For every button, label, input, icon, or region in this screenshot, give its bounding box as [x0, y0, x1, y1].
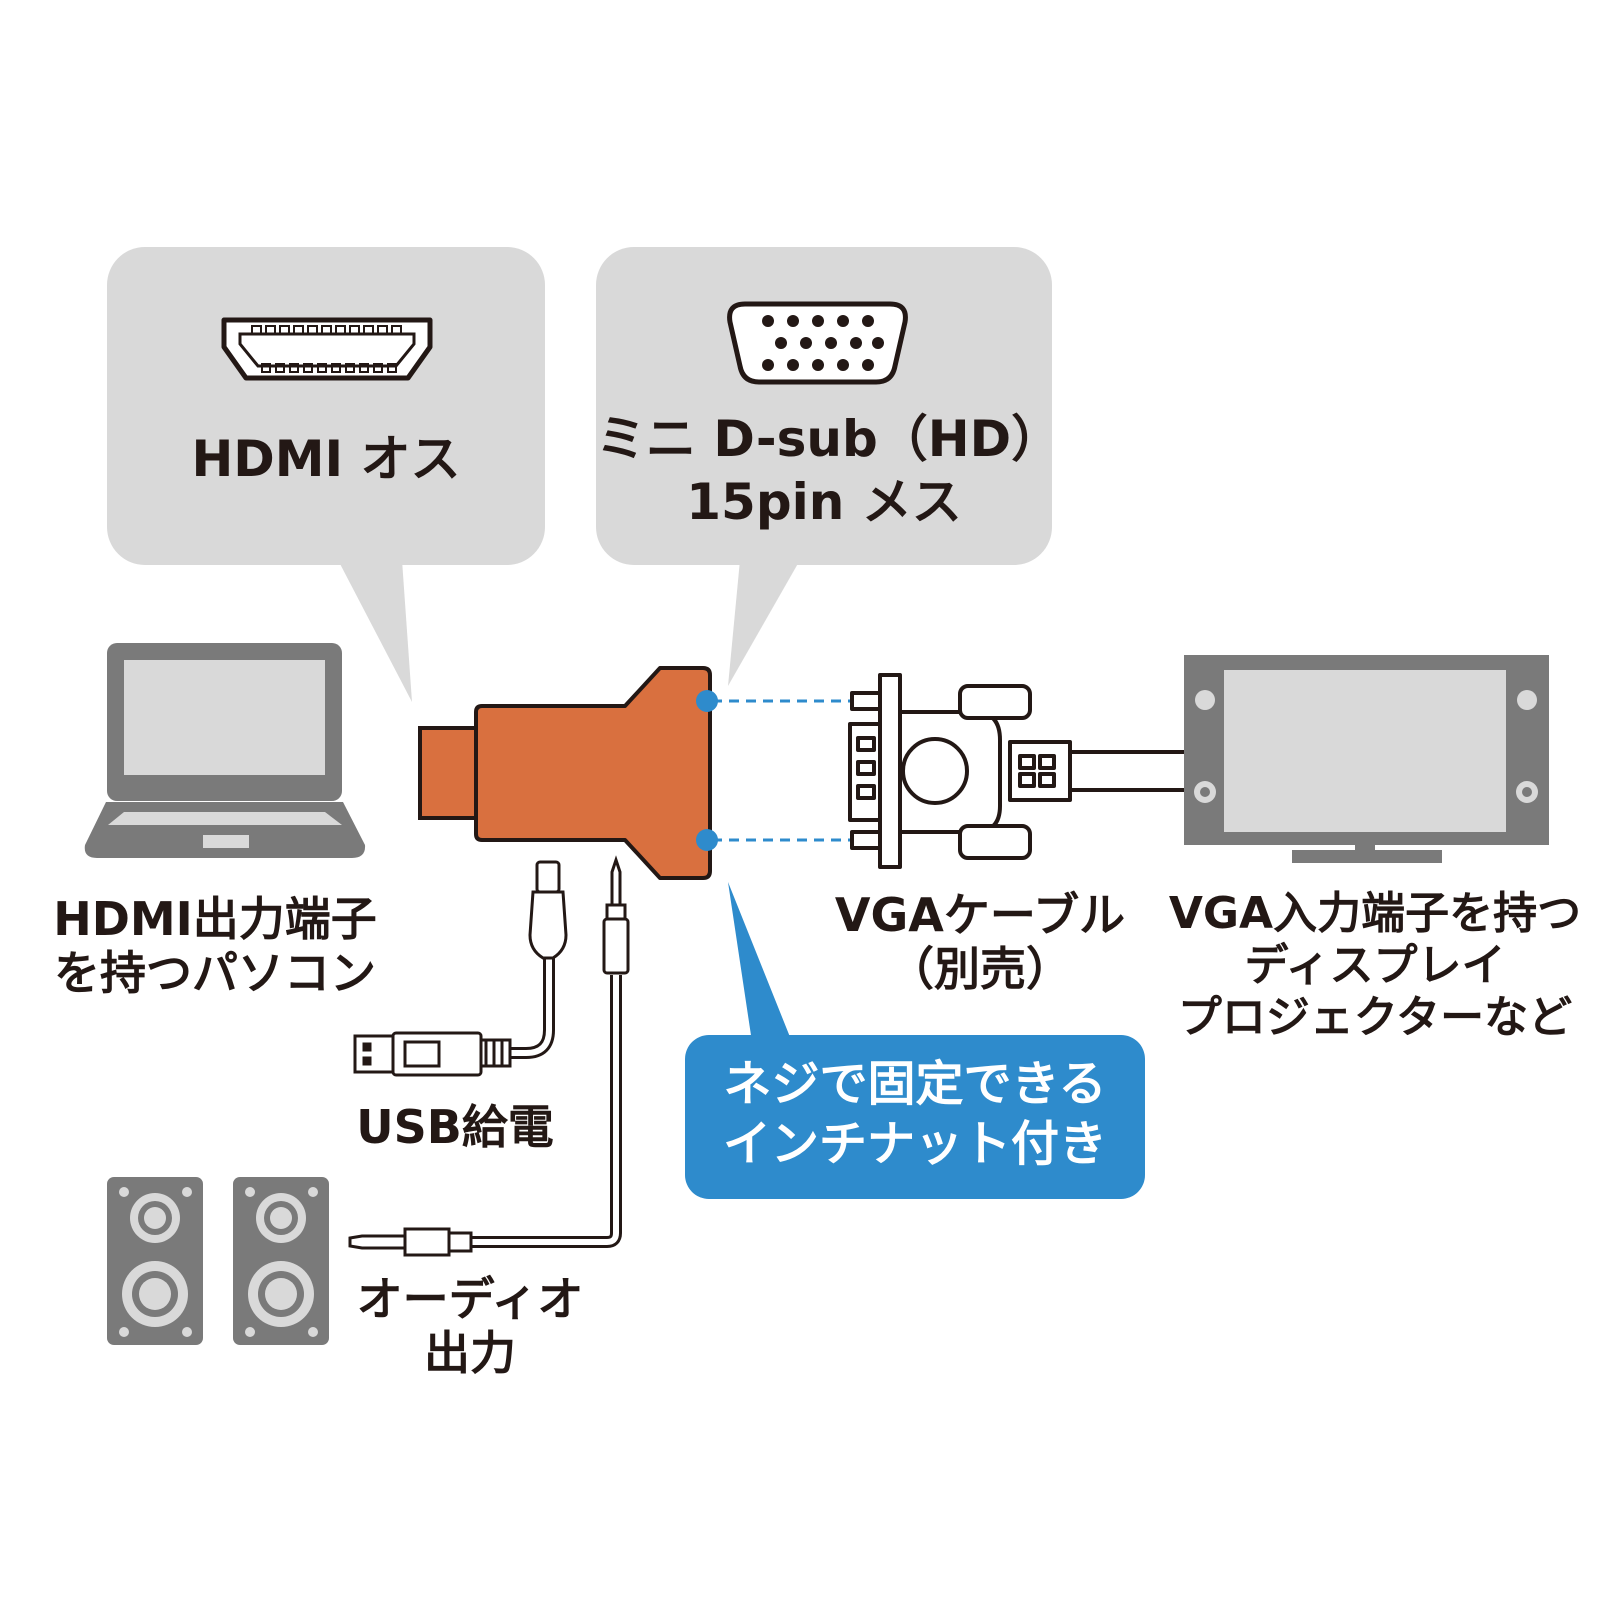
- vga-cable-plug-icon: [848, 673, 1192, 869]
- usb-plug-icon: [353, 860, 568, 1077]
- audio-label-line-2: 出力: [424, 1326, 516, 1381]
- hdmi-bubble-label: HDMI オス: [191, 430, 461, 488]
- vga-bubble-label: ミニ D-sub（HD） 15pin メス: [596, 408, 1062, 533]
- display-label-line-3: プロジェクターなど: [1177, 991, 1573, 1043]
- display-label-line-2: ディスプレイ: [1244, 939, 1506, 991]
- hdmi-port-icon: [221, 317, 433, 381]
- audio-label-line-1: オーディオ: [356, 1272, 584, 1326]
- audio-label: オーディオ 出力: [340, 1272, 600, 1381]
- speaker-icon: [233, 1177, 329, 1345]
- callout-line-1: ネジで固定できる: [723, 1056, 1107, 1112]
- pc-label-line-2: を持つパソコン: [54, 946, 376, 1001]
- callout-line-2: インチナット付き: [722, 1116, 1107, 1172]
- cable-label-line-2: （別売）: [888, 942, 1072, 997]
- usb-label: USB給電: [356, 1100, 554, 1154]
- screw-points: [696, 690, 852, 851]
- screw-callout: [685, 882, 1145, 1199]
- cable-label: VGAケーブル （別売）: [830, 888, 1130, 997]
- callout-text: ネジで固定できる インチナット付き: [685, 1054, 1145, 1174]
- pc-label: HDMI出力端子 を持つパソコン: [30, 892, 400, 1001]
- laptop-icon: [84, 643, 366, 858]
- vga-bubble-line-2: 15pin メス: [686, 472, 962, 531]
- display-label: VGA入力端子を持つ ディスプレイ プロジェクターなど: [1160, 888, 1590, 1044]
- display-icon: [1184, 655, 1549, 863]
- pc-label-line-1: HDMI出力端子: [53, 892, 377, 946]
- adapter-icon: [418, 666, 712, 880]
- vga-port-icon: [727, 301, 908, 385]
- audio-plug-icon: [348, 855, 630, 1257]
- cable-label-line-1: VGAケーブル: [834, 888, 1126, 942]
- vga-bubble: [596, 247, 1052, 686]
- speaker-icon: [107, 1177, 203, 1345]
- hdmi-bubble: [107, 247, 545, 702]
- vga-bubble-line-1: ミニ D-sub（HD）: [596, 410, 1062, 468]
- display-label-line-1: VGA入力端子を持つ: [1168, 888, 1582, 939]
